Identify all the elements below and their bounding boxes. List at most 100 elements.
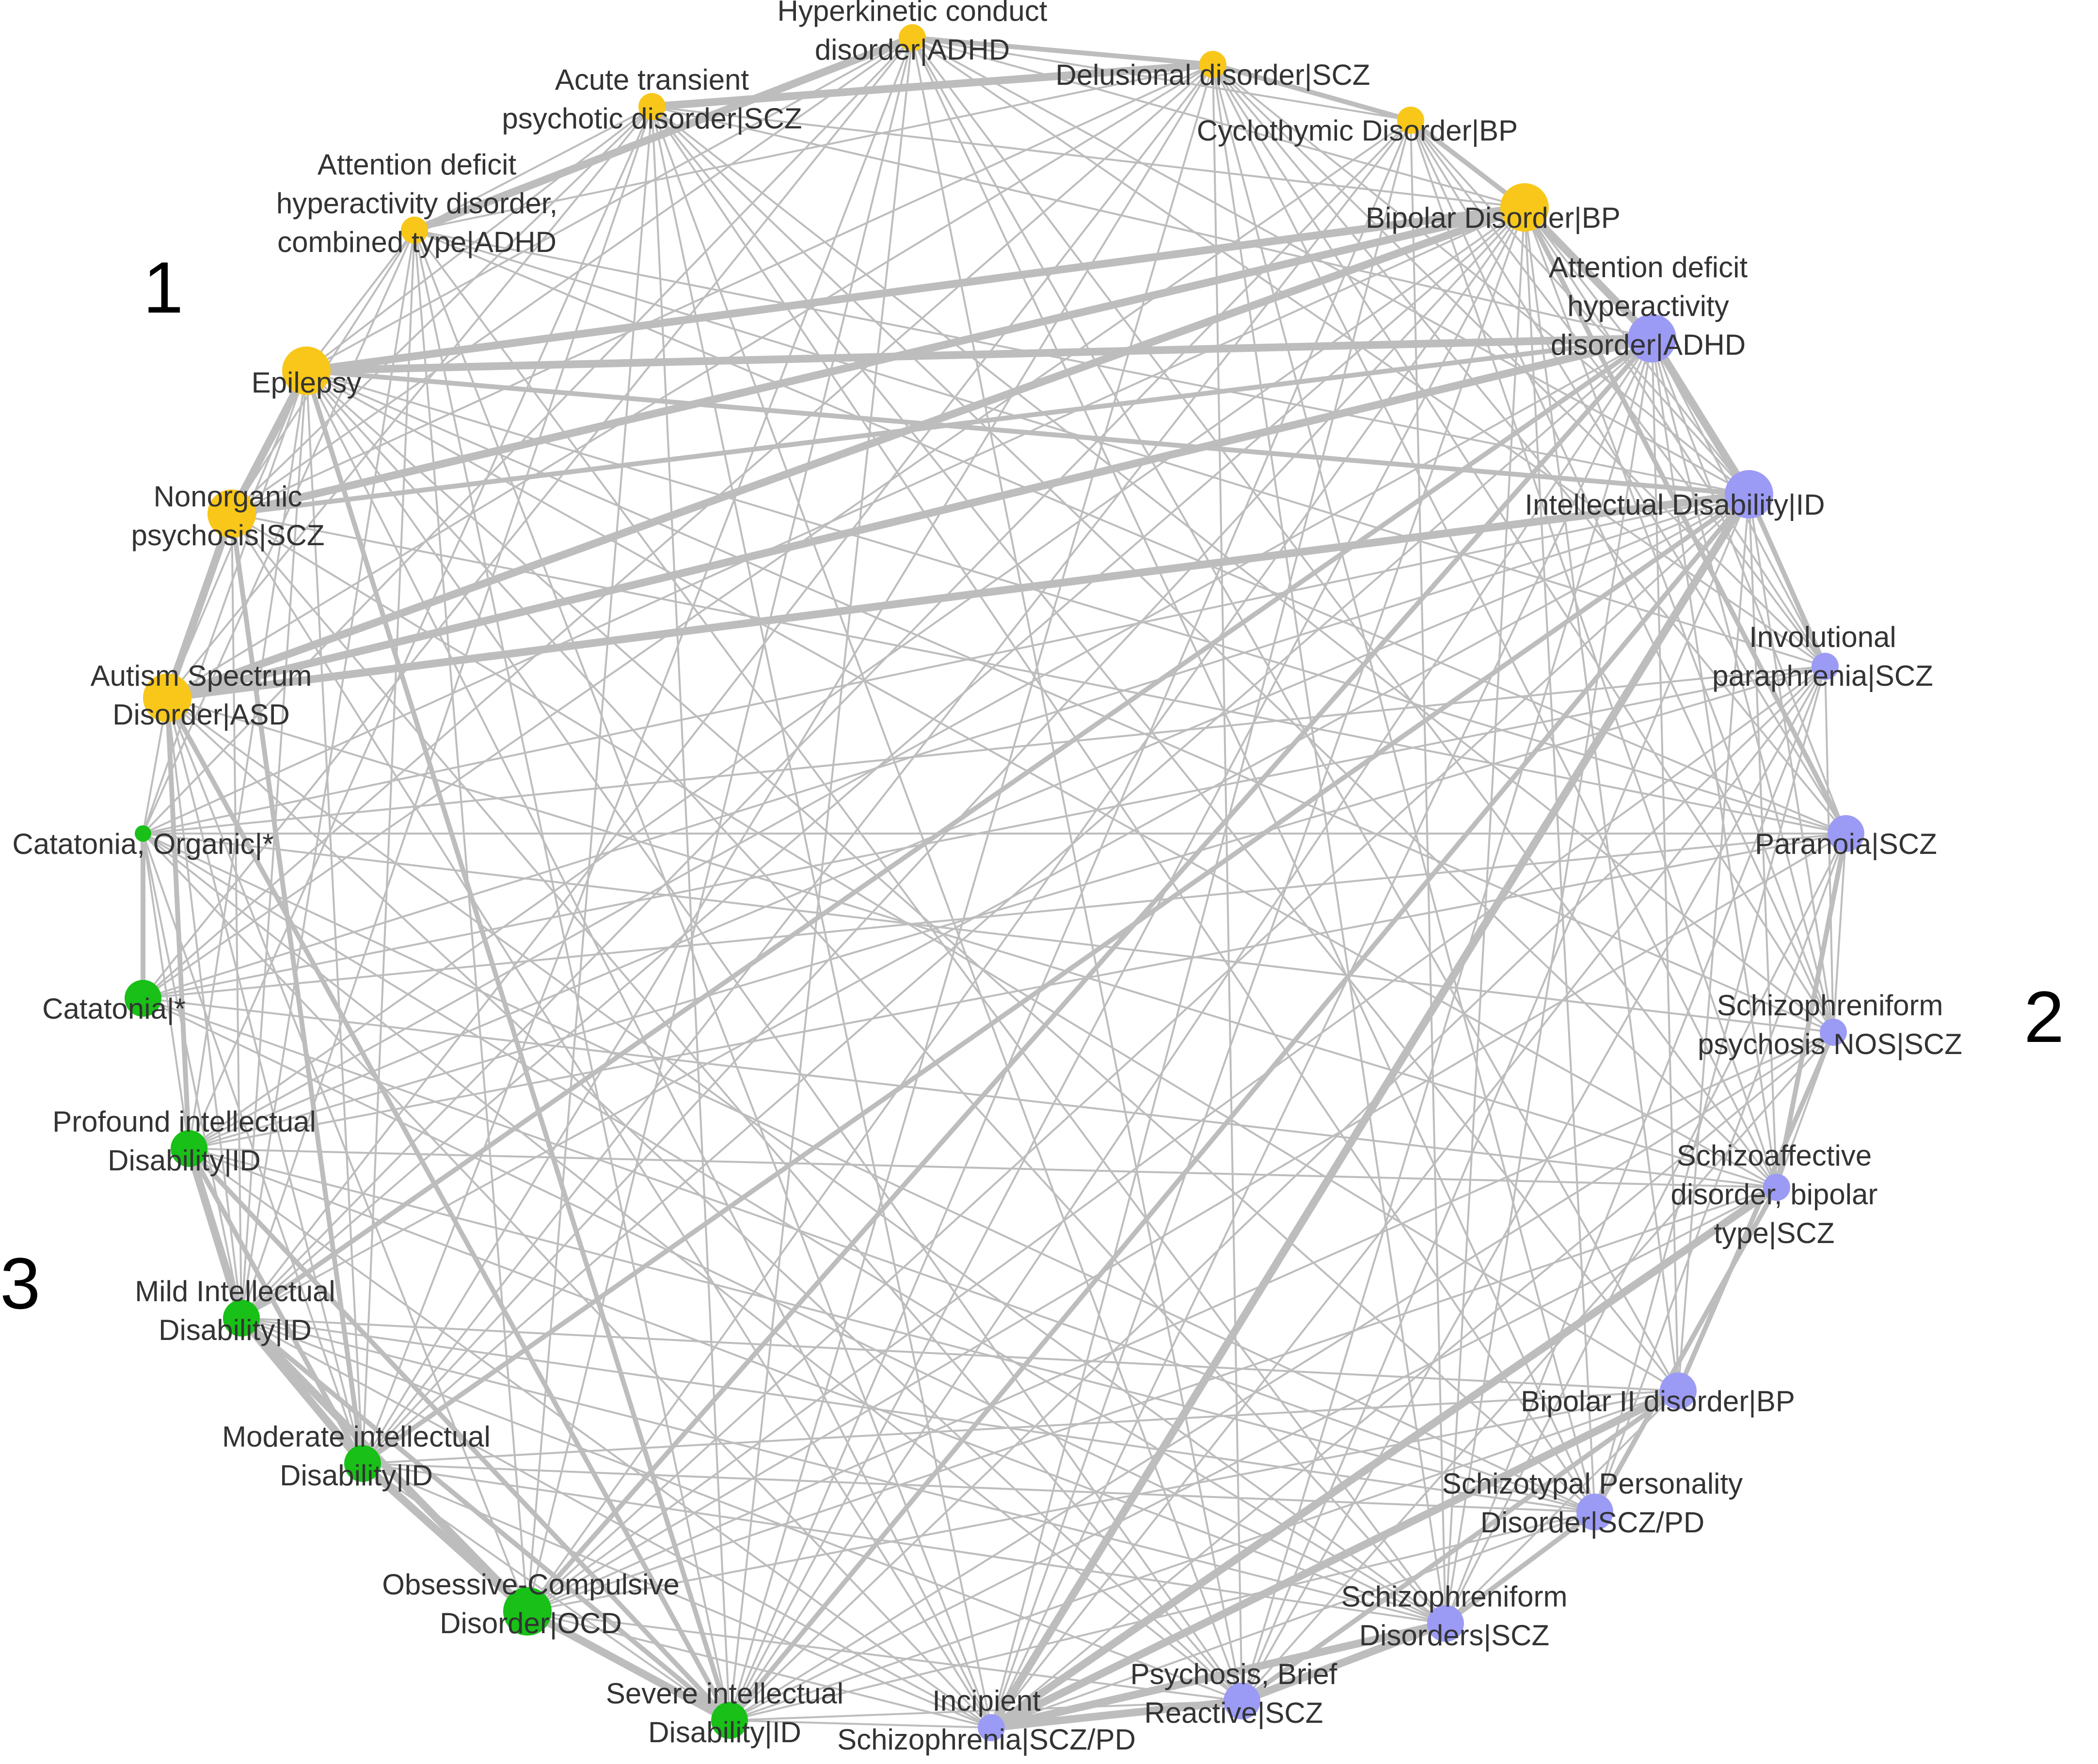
- node-label-profound-id-line-1: Disability|ID: [108, 1144, 261, 1177]
- node-bipolar-2[interactable]: [1660, 1372, 1697, 1409]
- edge-bipolar-adhd: [1521, 204, 1656, 342]
- edge-bipolar-involutional: [1524, 206, 1826, 667]
- node-label-hyperkinetic-line-1: disorder|ADHD: [815, 33, 1010, 66]
- node-schizotypal[interactable]: [1576, 1494, 1613, 1530]
- edge-involutional-catatonia-organic: [142, 665, 1826, 835]
- edge-intellectual-severe-id: [727, 492, 1751, 1723]
- node-label-bipolar-line-0: Bipolar Disorder|BP: [1366, 202, 1621, 234]
- edge-intellectual-schizophreniform-nos: [1748, 493, 1834, 1033]
- edge-schizophreniform-psychosis-brief: [1238, 1620, 1449, 1705]
- edge-intellectual-catatonia-organic: [142, 493, 1750, 835]
- node-cyclothymic[interactable]: [1397, 107, 1424, 134]
- edge-adhd-mild-id: [239, 336, 1654, 1321]
- node-bipolar[interactable]: [1500, 183, 1549, 232]
- edge-delusional-intellectual: [1212, 63, 1750, 495]
- edge-adhd-schizoaffective: [1651, 337, 1778, 1188]
- node-psychosis-brief[interactable]: [1224, 1683, 1260, 1719]
- edge-bipolar-2-severe-id: [729, 1390, 1679, 1721]
- edge-acute-transient-mild-id: [240, 106, 653, 1319]
- edge-adhd-moderate-id: [362, 337, 1653, 1465]
- node-label-bipolar-2-line-0: Bipolar II disorder|BP: [1521, 1385, 1795, 1418]
- edge-involutional-catatonia: [142, 665, 1826, 999]
- edge-cyclothymic-paranoia: [1410, 119, 1847, 835]
- node-epilepsy[interactable]: [282, 346, 331, 395]
- edge-mild-id-catatonia-organic: [142, 833, 242, 1319]
- node-hyperkinetic[interactable]: [899, 24, 926, 51]
- node-moderate-id[interactable]: [344, 1445, 381, 1482]
- edge-schizophreniform-nos-bipolar-2: [1676, 1030, 1836, 1393]
- edge-bipolar-schizophreniform: [1445, 206, 1526, 1624]
- node-delusional[interactable]: [1199, 51, 1226, 78]
- edge-paranoia-schizoaffective: [1774, 831, 1848, 1190]
- node-severe-id[interactable]: [711, 1702, 748, 1739]
- edge-involutional-incipient: [990, 665, 1826, 1729]
- edge-schizoaffective-severe-id: [729, 1186, 1778, 1721]
- node-adhd[interactable]: [1628, 314, 1676, 362]
- edge-epilepsy-bipolar: [302, 204, 1528, 375]
- edge-hyperkinetic-involutional: [911, 37, 1826, 667]
- edge-nonorganic-autism: [163, 510, 236, 702]
- edge-nonorganic-incipient: [231, 513, 992, 1729]
- node-schizophreniform-nos[interactable]: [1820, 1019, 1847, 1046]
- node-catatonia-organic[interactable]: [135, 825, 151, 842]
- edge-intellectual-bipolar-2: [1677, 493, 1750, 1392]
- edge-intellectual-incipient: [987, 490, 1753, 1732]
- edge-bipolar-profound-id: [188, 206, 1526, 1150]
- node-label-moderate-id-line-0: Moderate intellectual: [222, 1420, 491, 1453]
- edge-acute-transient-schizophreniform-nos: [651, 106, 1834, 1033]
- node-label-nonorganic-line-1: psychosis|SCZ: [131, 519, 324, 551]
- node-mild-id[interactable]: [223, 1300, 260, 1337]
- node-paranoia[interactable]: [1828, 815, 1864, 852]
- edge-acute-transient-schizoaffective: [651, 106, 1778, 1188]
- edge-epilepsy-schizophreniform-nos: [305, 370, 1834, 1033]
- edge-adhd-combined-hyperkinetic: [411, 34, 916, 234]
- edge-schizoaffective-ocd: [526, 1186, 1778, 1612]
- node-label-psychosis-brief-line-0: Psychosis, Brief: [1130, 1658, 1337, 1690]
- node-schizophreniform[interactable]: [1427, 1605, 1464, 1642]
- edge-paranoia-catatonia: [142, 833, 1847, 999]
- node-label-autism-line-1: Disorder|ASD: [112, 698, 290, 731]
- node-involutional[interactable]: [1812, 653, 1839, 680]
- edge-autism-profound-id: [165, 695, 191, 1151]
- node-label-nonorganic-line-0: Nonorganic: [154, 480, 302, 513]
- edge-mild-id-ocd: [238, 1314, 531, 1615]
- edge-psychosis-brief-incipient: [987, 1697, 1246, 1732]
- node-profound-id[interactable]: [171, 1130, 207, 1167]
- node-adhd-combined[interactable]: [401, 217, 428, 244]
- edge-schizotypal-catatonia: [142, 997, 1596, 1513]
- node-intellectual[interactable]: [1725, 470, 1773, 519]
- edge-schizophreniform-incipient: [987, 1620, 1449, 1732]
- node-acute-transient[interactable]: [638, 93, 666, 120]
- node-ocd[interactable]: [503, 1587, 552, 1636]
- node-label-severe-id-line-1: Disability|ID: [648, 1716, 801, 1748]
- edge-bipolar-ocd: [526, 206, 1526, 1612]
- edge-acute-transient-severe-id: [651, 106, 731, 1721]
- node-nonorganic[interactable]: [207, 489, 256, 538]
- edge-involutional-schizotypal: [1594, 665, 1826, 1513]
- edge-autism-intellectual: [163, 490, 1753, 702]
- cluster-label-3: 3: [0, 1243, 40, 1324]
- edge-involutional-ocd: [526, 665, 1826, 1612]
- edge-paranoia-ocd: [526, 833, 1847, 1612]
- node-schizoaffective[interactable]: [1763, 1174, 1790, 1201]
- edge-mild-id-severe-id: [239, 1316, 732, 1723]
- edge-ocd-severe-id: [524, 1607, 733, 1724]
- node-incipient[interactable]: [978, 1714, 1005, 1741]
- edge-acute-transient-bipolar: [651, 106, 1526, 208]
- edge-paranoia-profound-id: [188, 833, 1847, 1150]
- edge-adhd-combined-paranoia: [413, 229, 1847, 835]
- edge-hyperkinetic-intellectual: [911, 37, 1750, 495]
- edge-epilepsy-incipient: [305, 370, 992, 1729]
- node-autism[interactable]: [143, 674, 191, 722]
- edge-delusional-involutional: [1212, 63, 1826, 667]
- edge-adhd-combined-involutional: [413, 229, 1826, 667]
- edge-acute-transient-adhd: [651, 106, 1653, 339]
- edge-adhd-schizophreniform: [1445, 337, 1653, 1624]
- edge-involutional-profound-id: [188, 665, 1826, 1150]
- node-catatonia[interactable]: [125, 980, 161, 1017]
- edge-schizoaffective-incipient: [987, 1183, 1780, 1732]
- edge-intellectual-involutional: [1747, 492, 1828, 669]
- edge-schizophreniform-nos-catatonia-organic: [142, 833, 1834, 1033]
- edges-layer: [141, 34, 1848, 1732]
- edge-involutional-schizophreniform-nos: [1824, 665, 1834, 1033]
